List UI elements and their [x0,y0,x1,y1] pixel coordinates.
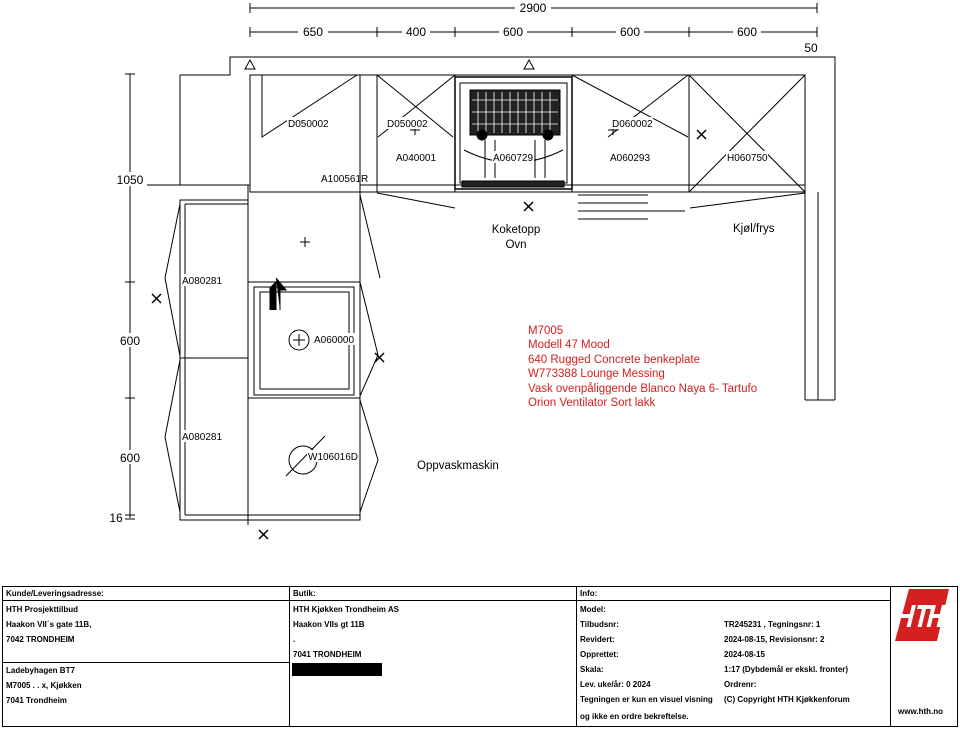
info-key-5: Tegningen er kun en visuel visning [580,695,713,704]
dim-50: 50 [804,41,818,55]
label-a060000: A060000 [314,335,354,346]
info-key-2: Opprettet: [580,650,619,659]
redacted-block [292,663,382,676]
title-block: Kunde/Leveringsadresse: HTH Prosjekttilb… [2,586,958,727]
note-3: W773388 Lounge Messing [528,368,665,380]
dimension-left: 1050 600 600 16 [109,73,180,525]
label-d050002-b: D050002 [387,119,428,130]
hth-logo [895,589,949,641]
info-cell: Info: Model: Tilbudsnr: TR245231 , Tegni… [577,587,891,726]
dim-400: 400 [406,25,426,39]
label-d060002: D060002 [612,119,653,130]
info-key-4: Lev. uke/år: 0 2024 [580,680,651,689]
dim-600-b: 600 [620,25,640,39]
label-kjol-frys: Kjøl/frys [733,223,775,235]
note-4: Vask ovenpåliggende Blanco Naya 6- Tartu… [528,383,757,395]
label-koketopp: Koketopp [492,224,541,236]
customer-line-2: Haakon VII´s gate 11B, [6,620,92,629]
label-a100561r: A100561R [321,174,368,185]
shop-cell: Butik: HTH Kjøkken Trondheim AS Haakon V… [290,587,577,726]
label-d050002-a: D050002 [288,119,329,130]
label-a080281-a: A080281 [182,276,222,287]
dim-650: 650 [303,25,323,39]
info-key-1: Revidert: [580,635,615,644]
shop-line-2: Haakon VIIs gt 11B [293,620,365,629]
shop-header: Butik: [290,587,576,601]
label-a060729: A060729 [493,153,533,164]
dim-600-left-a: 600 [120,334,140,348]
shop-line-4: 7041 TRONDHEIM [293,650,362,659]
info-val-2: 2024-08-15 [724,650,765,659]
shop-line-3: . [293,635,296,644]
customer-line-3: 7042 TRONDHEIM [6,635,75,644]
info-val-0: TR245231 , Tegningsnr: 1 [724,620,821,629]
dim-2900: 2900 [520,1,547,15]
note-1: Modell 47 Mood [528,339,610,351]
info-val-1: 2024-08-15, Revisionsnr: 2 [724,635,825,644]
delivery-line-2: M7005 . . x, Kjøkken [6,681,82,690]
dim-16: 16 [109,511,123,525]
stove-oven [454,76,573,190]
label-a080281-b: A080281 [182,432,222,443]
hth-url[interactable]: www.hth.no [898,707,944,716]
dim-600-left-b: 600 [120,451,140,465]
spec-notes: M7005 Modell 47 Mood 640 Rugged Concrete… [528,325,757,409]
info-key-3: Skala: [580,665,604,674]
cabinet-labels: D050002 D050002 D060002 A040001 A060729 … [181,117,775,472]
x-markers [151,129,707,540]
delivery-line-1: Ladebyhagen BT7 [6,666,75,675]
info-model-label: Model: [580,605,606,614]
dimension-segments: 650 400 600 600 600 50 [249,25,818,55]
label-ovn: Ovn [505,239,526,251]
delivery-line-3: 7041 Trondheim [6,696,67,705]
info-key-6: og ikke en ordre bekreftelse. [580,712,689,721]
label-w106016d: W106016D [308,452,358,463]
note-0: M7005 [528,325,563,337]
label-a060293: A060293 [610,153,650,164]
dimension-overall: 2900 [249,0,818,15]
info-val-3: 1:17 (Dybdemål er ekskl. fronter) [724,665,849,674]
dim-600-c: 600 [737,25,757,39]
kitchen-floor-plan: 2900 650 400 600 600 600 50 1050 600 [109,0,836,540]
info-val-5: (C) Copyright HTH Kjøkkenforum [724,695,850,704]
label-oppvaskmaskin: Oppvaskmaskin [417,460,499,472]
shop-line-1: HTH Kjøkken Trondheim AS [293,605,399,614]
customer-header: Kunde/Leveringsadresse: [3,587,289,601]
info-key-0: Tilbudsnr: [580,620,619,629]
info-header: Info: [577,587,890,601]
top-cabinets [244,58,835,401]
customer-line-1: HTH Prosjekttilbud [6,605,79,614]
label-h060750: H060750 [727,153,768,164]
note-5: Orion Ventilator Sort lakk [528,397,655,409]
customer-cell: Kunde/Leveringsadresse: HTH Prosjekttilb… [3,587,290,726]
note-2: 640 Rugged Concrete benkeplate [528,354,700,366]
dim-1050: 1050 [117,173,144,187]
label-a040001: A040001 [396,153,436,164]
dim-600-a: 600 [503,25,523,39]
info-val-4: Ordrenr: [724,680,757,689]
